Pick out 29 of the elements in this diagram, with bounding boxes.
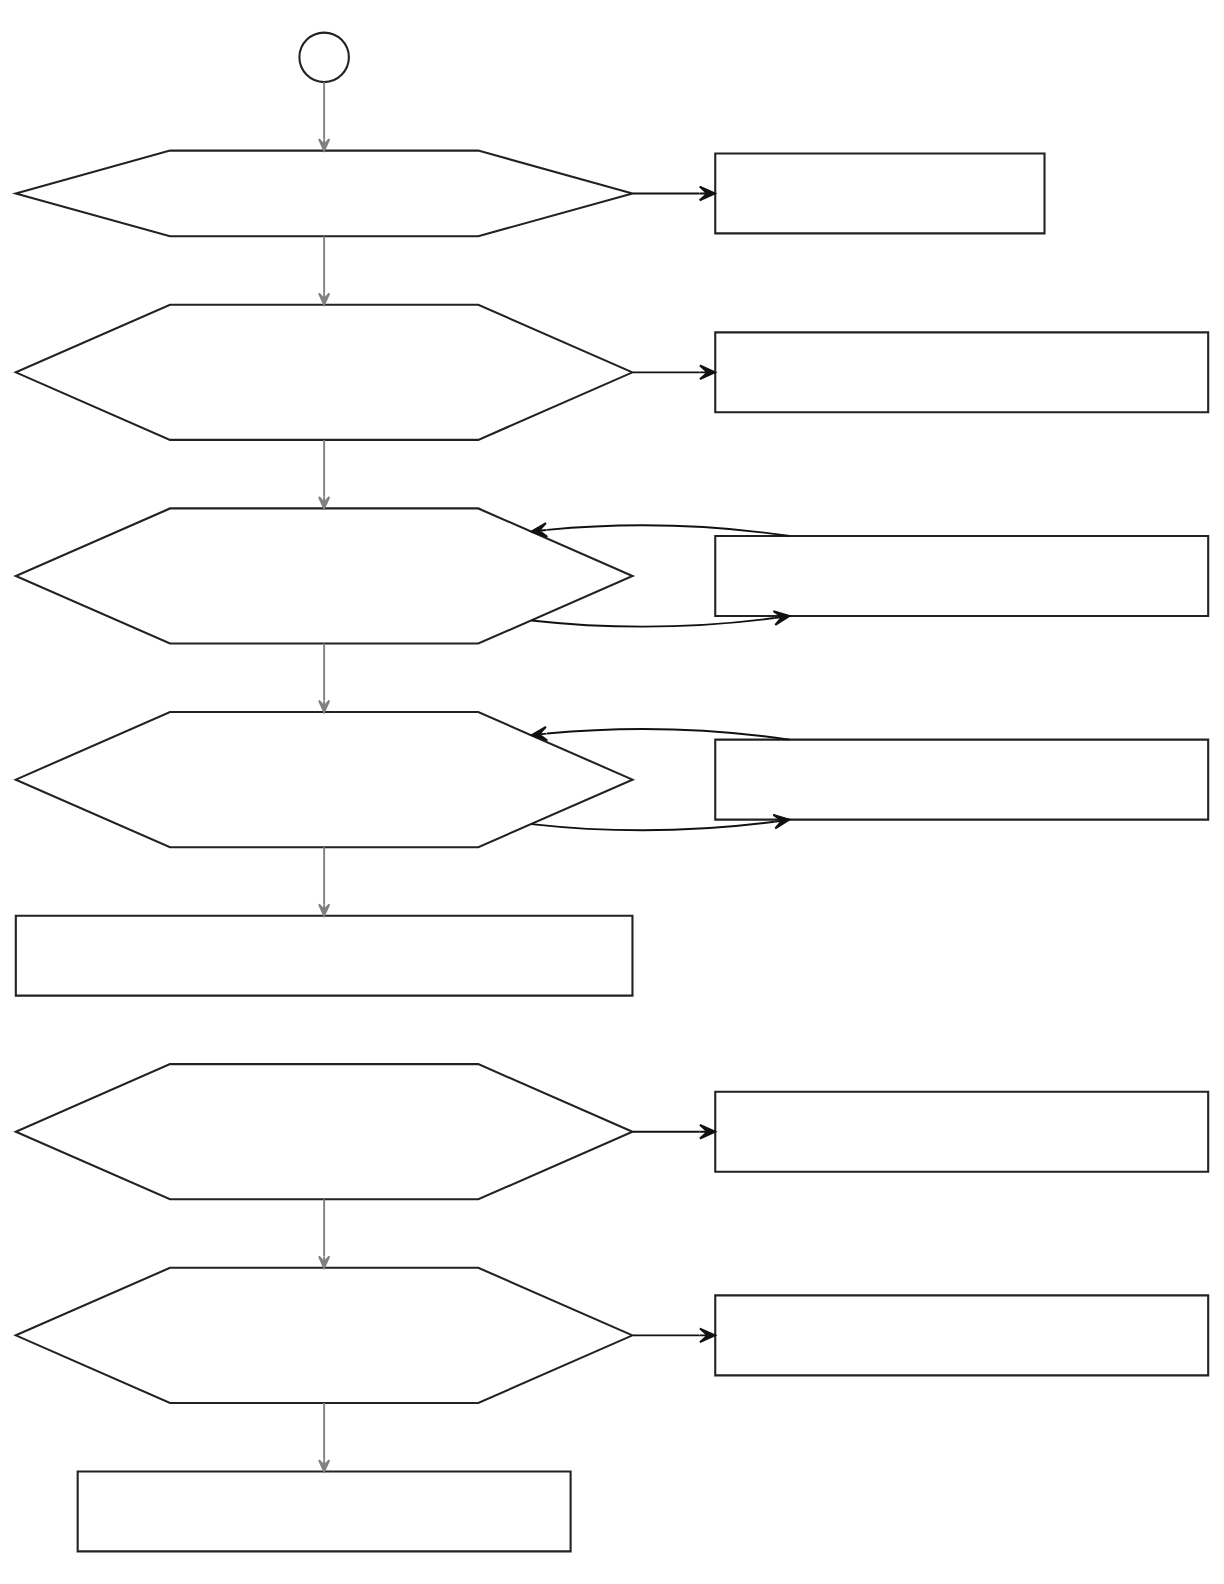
arrow bbox=[318, 81, 331, 152]
arrow bbox=[530, 725, 791, 742]
arrow bbox=[632, 364, 717, 381]
arrow bbox=[530, 522, 791, 538]
node-box bbox=[714, 331, 1210, 414]
arrow bbox=[530, 813, 791, 832]
node-box bbox=[714, 1090, 1210, 1173]
arrow bbox=[318, 1198, 331, 1269]
node-box bbox=[714, 738, 1210, 821]
node-box bbox=[714, 534, 1210, 617]
arrow bbox=[318, 1402, 331, 1473]
arrow bbox=[632, 1123, 717, 1140]
node-hexagon bbox=[13, 1063, 636, 1201]
node-hexagon bbox=[13, 507, 636, 645]
node-hexagon bbox=[13, 303, 636, 441]
arrow bbox=[530, 610, 791, 628]
node-box bbox=[76, 1470, 572, 1553]
node-hexagon bbox=[13, 1266, 636, 1404]
node-hexagon bbox=[13, 711, 636, 849]
node-box bbox=[714, 152, 1046, 235]
arrow bbox=[318, 642, 331, 713]
arrow bbox=[318, 235, 331, 306]
arrow bbox=[318, 438, 331, 510]
node-circle bbox=[298, 31, 350, 84]
node-box bbox=[714, 1294, 1210, 1377]
arrow bbox=[632, 1327, 717, 1344]
node-box bbox=[14, 914, 634, 997]
arrow bbox=[632, 185, 716, 202]
arrow bbox=[318, 846, 331, 917]
